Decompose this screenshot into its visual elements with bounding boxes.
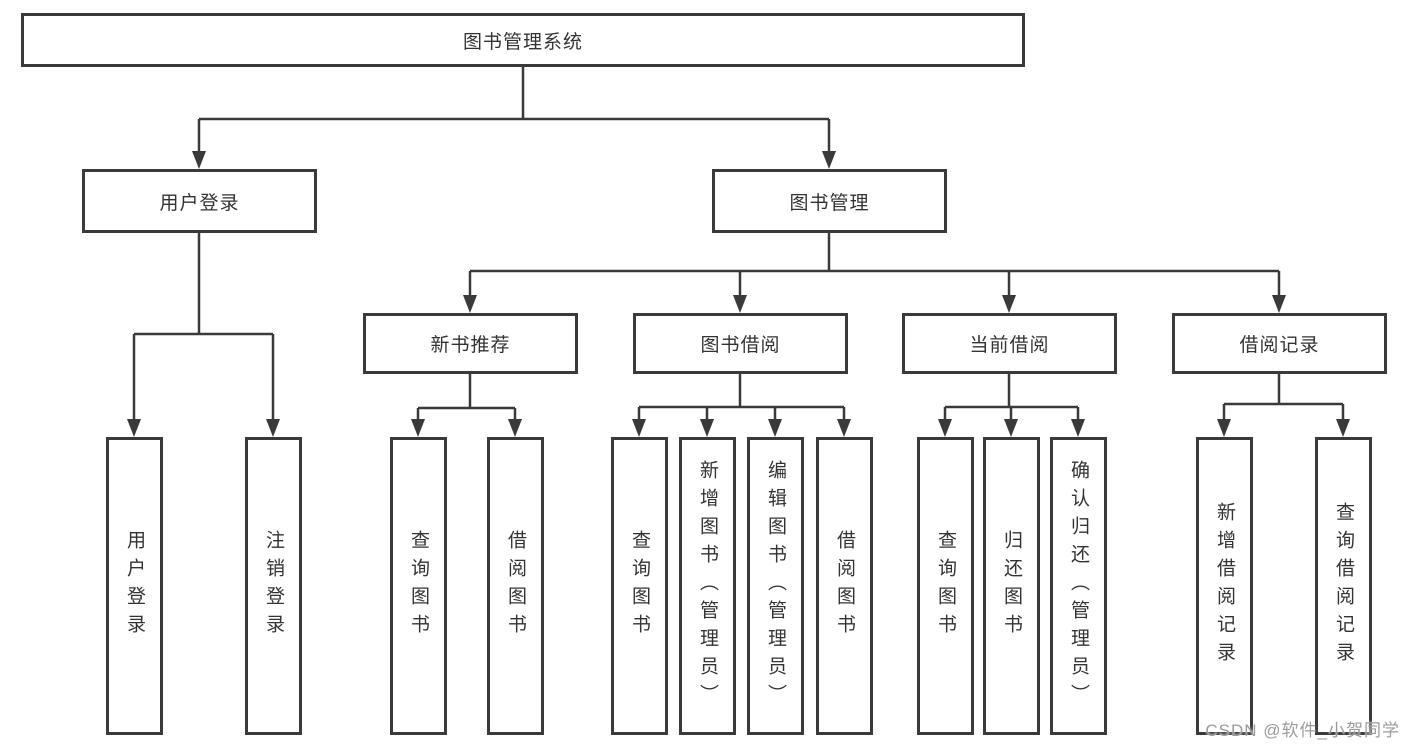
leaf-add-books-admin: 新增图书（管理员） — [679, 437, 736, 735]
leaf-edit-books-admin: 编辑图书（管理员） — [747, 437, 804, 735]
node-root-system: 图书管理系统 — [21, 13, 1025, 67]
node-user-login: 用户登录 — [82, 169, 317, 233]
leaf-add-borrow-record: 新增借阅记录 — [1196, 437, 1253, 735]
csdn-watermark: CSDN @软件_小贺同学 — [1205, 721, 1400, 740]
leaf-borrow-books: 借阅图书 — [816, 437, 873, 735]
node-current-borrow: 当前借阅 — [902, 313, 1117, 374]
leaf-logout: 注销登录 — [245, 437, 302, 735]
node-book-management: 图书管理 — [712, 169, 947, 233]
leaf-user-login: 用户登录 — [106, 437, 163, 735]
leaf-return-books: 归还图书 — [983, 437, 1040, 735]
leaf-query-books-borrow: 查询图书 — [611, 437, 668, 735]
leaf-query-borrow-record: 查询借阅记录 — [1315, 437, 1372, 735]
leaf-borrow-books-recommend: 借阅图书 — [487, 437, 544, 735]
node-borrow-records: 借阅记录 — [1172, 313, 1387, 374]
leaf-confirm-return-admin: 确认归还（管理员） — [1050, 437, 1107, 735]
leaf-query-books-recommend: 查询图书 — [390, 437, 447, 735]
leaf-query-books-current: 查询图书 — [917, 437, 974, 735]
node-book-borrow: 图书借阅 — [633, 313, 848, 374]
node-new-book-recommend: 新书推荐 — [363, 313, 578, 374]
